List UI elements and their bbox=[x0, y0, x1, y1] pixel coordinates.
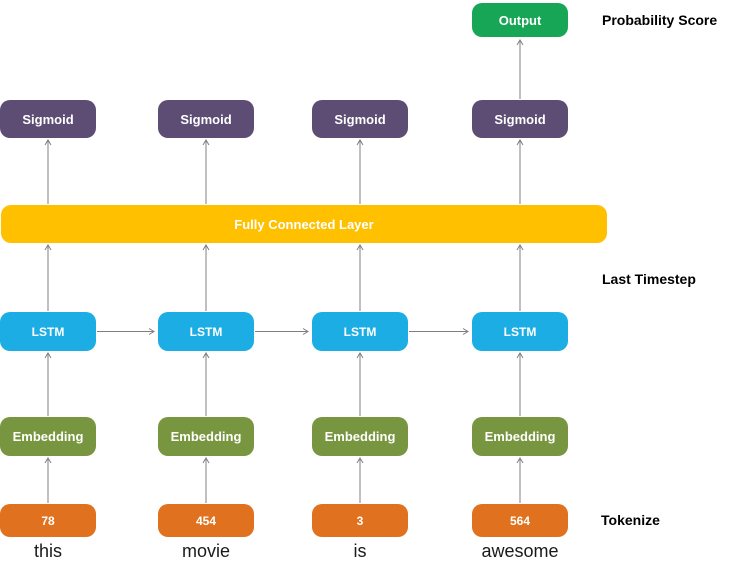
lstm-box-2: LSTM bbox=[158, 312, 254, 351]
token-box-1: 78 bbox=[0, 504, 96, 537]
embedding-box-4: Embedding bbox=[472, 417, 568, 456]
sigmoid-box-3: Sigmoid bbox=[312, 100, 408, 138]
token-box-3: 3 bbox=[312, 504, 408, 537]
lstm-box-4: LSTM bbox=[472, 312, 568, 351]
probability-score-label: Probability Score bbox=[602, 12, 718, 28]
sigmoid-box-2: Sigmoid bbox=[158, 100, 254, 138]
word-label-3: is bbox=[353, 541, 367, 561]
last-timestep-label: Last Timestep bbox=[602, 271, 696, 287]
token-box-4: 564 bbox=[472, 504, 568, 537]
word-label-2: movie bbox=[181, 541, 230, 561]
sigmoid-box-1: Sigmoid bbox=[0, 100, 96, 138]
output-box: Output bbox=[472, 3, 568, 37]
fully-connected-layer-box: Fully Connected Layer bbox=[1, 205, 607, 243]
embedding-box-1: Embedding bbox=[0, 417, 96, 456]
embedding-box-3: Embedding bbox=[312, 417, 408, 456]
tokenize-label: Tokenize bbox=[601, 512, 660, 528]
sigmoid-box-4: Sigmoid bbox=[472, 100, 568, 138]
word-label-1: this bbox=[33, 541, 62, 561]
lstm-box-3: LSTM bbox=[312, 312, 408, 351]
word-label-4: awesome bbox=[481, 541, 559, 561]
embedding-box-2: Embedding bbox=[158, 417, 254, 456]
lstm-box-1: LSTM bbox=[0, 312, 96, 351]
token-box-2: 454 bbox=[158, 504, 254, 537]
